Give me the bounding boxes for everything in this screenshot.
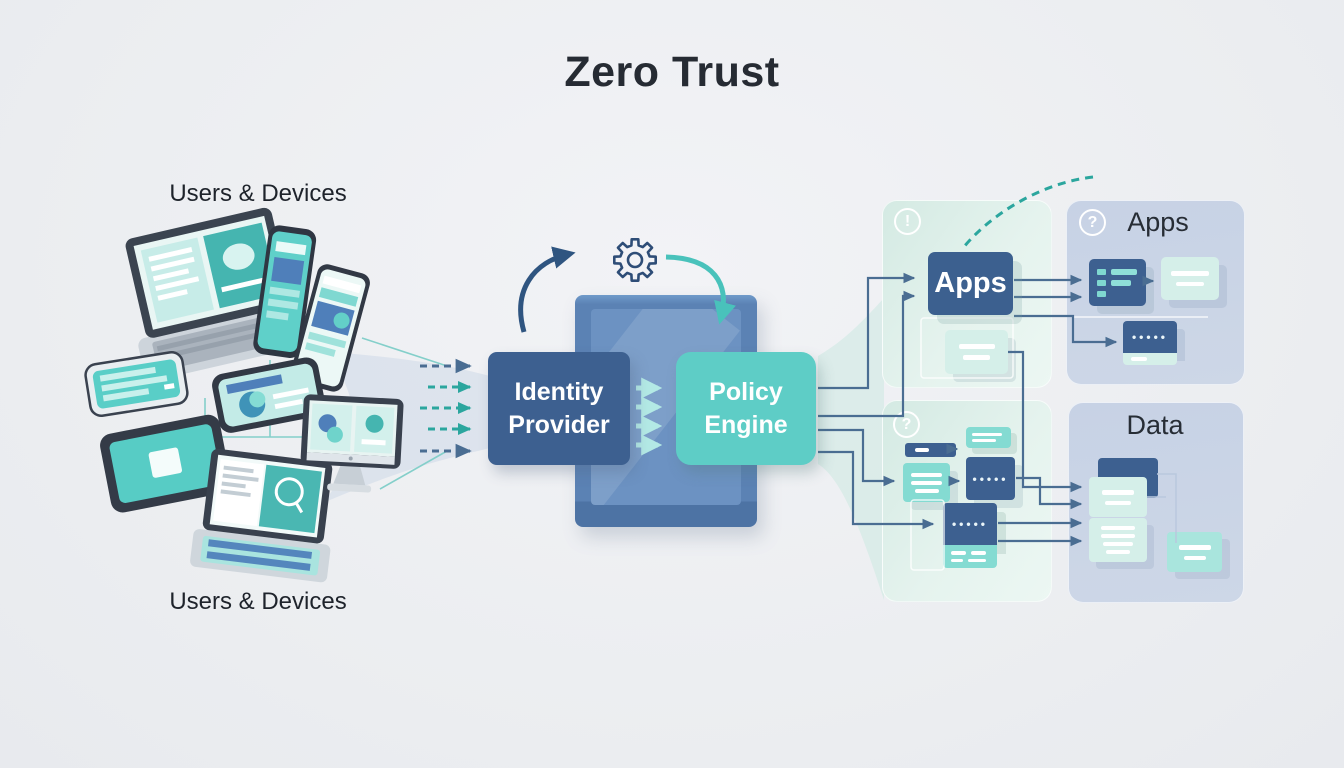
page-title: Zero Trust	[564, 48, 780, 96]
session-chip-card	[966, 427, 1011, 448]
apps-node-label: Apps	[934, 267, 1007, 299]
identity-provider-box: Identity Provider	[488, 352, 630, 465]
data-doc-card-1	[1089, 477, 1147, 517]
users-devices-label-top: Users & Devices	[169, 180, 347, 207]
app-summary-card	[945, 330, 1008, 374]
app-secret-card: •••••	[1123, 321, 1177, 353]
data-doc-card-2	[1089, 518, 1147, 562]
laptop-icon	[125, 207, 311, 381]
gear-icon	[613, 238, 657, 282]
alert-glyph: !	[904, 212, 911, 230]
session-secret-card: •••••	[966, 457, 1015, 500]
apps-panel-title: Apps	[1127, 207, 1189, 237]
data-secret-card-footer	[943, 545, 997, 568]
devices-to-identity-beam	[325, 352, 490, 502]
devices-illustration	[84, 207, 404, 583]
question-circle-icon-apps: ?	[1079, 209, 1106, 236]
policy-to-panels-beam	[818, 298, 884, 600]
alert-circle-icon: !	[894, 208, 921, 235]
question-circle-icon-data: ?	[893, 411, 920, 438]
data-secret-card: •••••	[943, 503, 997, 545]
users-devices-label-bottom: Users & Devices	[169, 588, 347, 615]
smartphone-icon-1	[253, 225, 317, 358]
smartphone-icon-4	[212, 357, 326, 433]
data-panel-title: Data	[1126, 410, 1184, 440]
question-glyph-apps: ?	[1087, 213, 1098, 231]
apps-node-box: Apps	[928, 252, 1013, 315]
monitor-icon	[300, 394, 404, 493]
question-glyph-data: ?	[901, 415, 912, 433]
policy-engine-box: Policy Engine	[676, 352, 816, 465]
identity-provider-label: Identity Provider	[508, 378, 610, 439]
app-secret-card-footer	[1123, 353, 1177, 365]
tablet-icon	[100, 414, 231, 513]
smartphone-icon-3	[84, 351, 189, 418]
app-list-card	[1089, 259, 1146, 306]
data-doc-card-3	[1167, 532, 1222, 572]
identity-input-arrows	[420, 358, 472, 459]
policy-engine-label: Policy Engine	[704, 378, 788, 439]
rotate-arrow-left-icon	[518, 246, 576, 333]
laptop-2-icon	[190, 448, 333, 583]
app-detail-card	[1161, 257, 1219, 300]
session-log-card	[903, 463, 950, 502]
session-token-bar	[905, 443, 956, 457]
smartphone-icon-2	[290, 264, 370, 392]
device-network-lines	[118, 337, 448, 490]
